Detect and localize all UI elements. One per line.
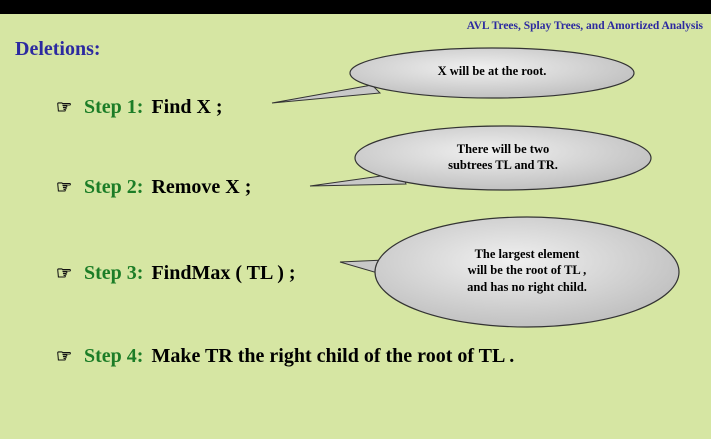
step-4: ☞ Step 4: Make TR the right child of the… — [56, 345, 514, 368]
pointing-hand-icon: ☞ — [56, 346, 73, 366]
pointing-hand-icon: ☞ — [56, 263, 73, 283]
callout-2-line-2: subtrees TL and TR. — [448, 158, 558, 173]
callout-bubble-1 — [271, 84, 382, 104]
step-3-text: FindMax ( TL ) ; — [151, 262, 296, 284]
step-2-label: Step 2: — [84, 176, 144, 198]
callout-3-text: The largest element will be the root of … — [390, 246, 664, 295]
step-3: ☞ Step 3: FindMax ( TL ) ; — [56, 262, 296, 285]
top-bar — [0, 0, 711, 14]
step-4-text: Make TR the right child of the root of T… — [151, 345, 515, 367]
callout-bubble-3-shape — [374, 216, 680, 328]
callout-3-line-3: and has no right child. — [467, 279, 587, 294]
callout-3-line-1: The largest element — [474, 247, 580, 261]
callout-bubble-2-shape — [354, 125, 652, 191]
callout-2-text: There will be two subtrees TL and TR. — [370, 141, 636, 174]
pointing-hand-icon: ☞ — [56, 177, 73, 197]
step-1: ☞ Step 1: Find X ; — [56, 96, 223, 119]
callout-1-text: X will be at the root. — [360, 63, 624, 79]
callout-1-line-1: X will be at the root. — [437, 64, 547, 78]
step-1-label: Step 1: — [84, 96, 144, 118]
step-2: ☞ Step 2: Remove X ; — [56, 176, 251, 199]
step-4-label: Step 4: — [84, 345, 144, 367]
step-1-text: Find X ; — [151, 96, 223, 118]
callout-2-line-1: There will be two — [456, 142, 550, 156]
step-3-label: Step 3: — [84, 262, 144, 284]
step-2-text: Remove X ; — [151, 176, 252, 198]
slide-title: Deletions: — [15, 38, 101, 60]
pointing-hand-icon: ☞ — [56, 97, 73, 117]
slide-header: AVL Trees, Splay Trees, and Amortized An… — [466, 20, 703, 32]
callout-3-line-2: will be the root of TL , — [467, 263, 587, 278]
callout-bubble-1-shape — [349, 47, 635, 99]
